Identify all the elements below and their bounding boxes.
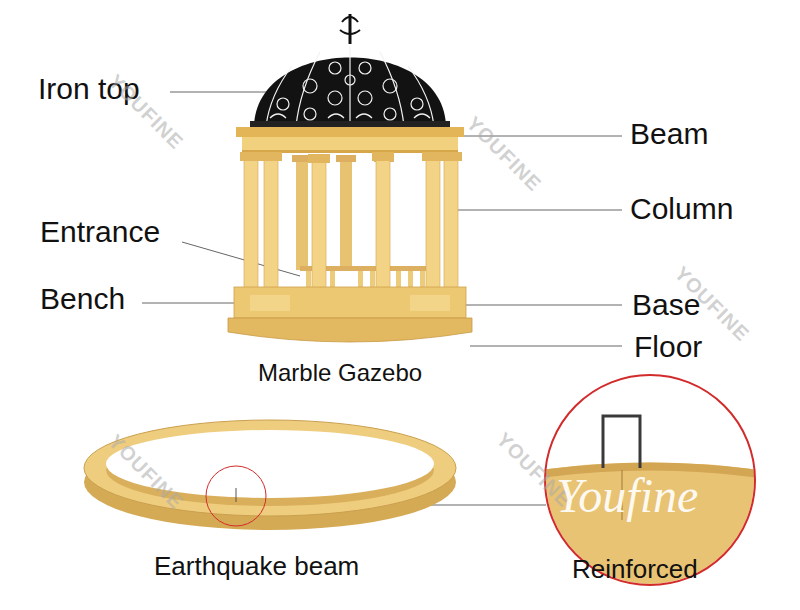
part-label: Entrance <box>40 215 160 248</box>
part-label: Floor <box>634 330 702 363</box>
beam <box>236 127 464 153</box>
iron-dome <box>250 14 450 128</box>
caption-label: Reinforced <box>572 555 698 584</box>
part-label: Bench <box>40 282 125 315</box>
base-floor <box>228 287 472 342</box>
watermark: YOUFINE <box>462 112 545 195</box>
watermark: Youfine <box>556 470 698 523</box>
watermark: YOUFINE <box>104 70 187 153</box>
part-label: Beam <box>630 117 708 150</box>
reinforced-detail <box>540 370 760 590</box>
caption-label: Earthquake beam <box>154 552 359 581</box>
watermark: YOUFINE <box>104 430 187 513</box>
front-columns <box>240 152 462 288</box>
caption-label: Marble Gazebo <box>258 360 422 386</box>
earthquake-beam <box>84 420 456 530</box>
part-label: Column <box>630 192 733 225</box>
